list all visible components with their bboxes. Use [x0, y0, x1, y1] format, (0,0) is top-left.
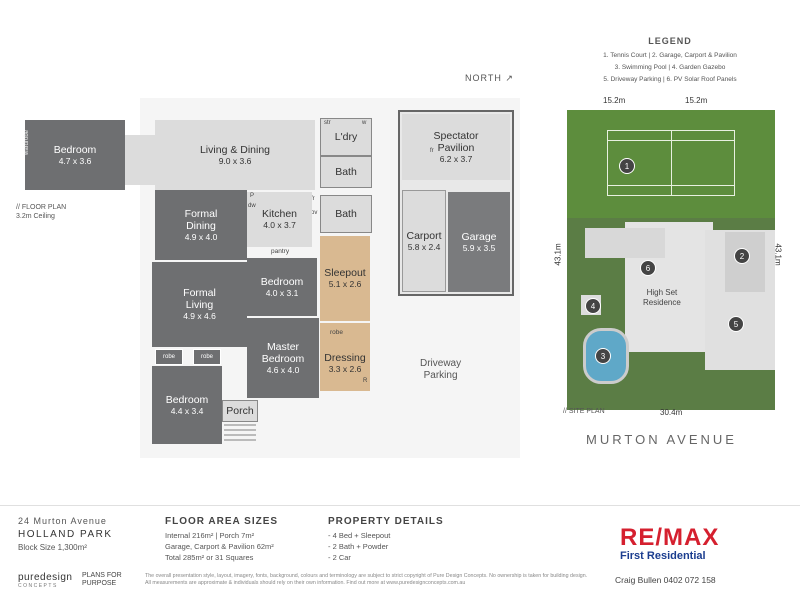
address-line-1: 24 Murton Avenue: [18, 516, 107, 526]
plans-for-purpose: PLANS FOR PURPOSE: [82, 572, 122, 587]
tennis-court: [567, 110, 775, 218]
property-line: - 4 Bed + Sleepout: [328, 531, 391, 540]
p-label: P: [250, 193, 255, 199]
robe-left: robe: [155, 349, 183, 365]
floor-area-line: Total 285m² or 31 Squares: [165, 553, 254, 562]
floor-area-title: FLOOR AREA SIZES: [165, 516, 279, 527]
r-label: R: [363, 378, 368, 384]
floor-area-line: Garage, Carport & Pavilion 62m²: [165, 542, 274, 551]
driveway-parking: Driveway Parking: [420, 358, 462, 381]
formal-dining: Formal Dining 4.9 x 4.0: [155, 190, 247, 260]
residence-label: High Set Residence: [643, 288, 681, 307]
dressing: Dressing 3.3 x 2.6: [320, 323, 370, 391]
depth-left-label: 43.1m: [553, 243, 563, 266]
porch-steps: [224, 424, 256, 442]
w-label: w: [362, 120, 367, 126]
property-title: PROPERTY DETAILS: [328, 516, 444, 527]
north-label: NORTH ↗: [465, 73, 514, 83]
hall-link: [125, 135, 155, 185]
property-line: - 2 Car: [328, 553, 351, 562]
wardrobe-label: wardrobe: [24, 129, 30, 155]
footer: 24 Murton Avenue HOLLAND PARK Block Size…: [0, 505, 800, 601]
floor-plan-note: // FLOOR PLAN 3.2m Ceiling: [16, 204, 67, 220]
depth-right-label: 43.1m: [773, 243, 783, 266]
site-marker-2: 2: [734, 248, 750, 264]
site-marker-4: 4: [585, 298, 601, 314]
carport: Carport 5.8 x 2.4: [402, 190, 446, 292]
legend-line-3: 5. Driveway Parking | 6. PV Solar Roof P…: [603, 76, 737, 83]
bottom-width-label: 30.4m: [660, 408, 683, 417]
address-line-2: HOLLAND PARK: [18, 529, 113, 540]
site-plan-note: // SITE PLAN: [563, 408, 605, 415]
remax-subtitle: First Residential: [620, 550, 706, 562]
bedroom-west: Bedroom 4.7 x 3.6: [25, 120, 125, 190]
kitchen: Kitchen 4.0 x 3.7: [247, 192, 312, 247]
floor-area-line: Internal 216m² | Porch 7m²: [165, 531, 255, 540]
address: 24 Murton Avenue HOLLAND PARK Block Size…: [18, 516, 113, 552]
bath-lower: Bath: [320, 195, 372, 233]
ov-label: ov: [311, 210, 318, 216]
north-arrow-icon: ↗: [505, 73, 514, 83]
legend-line-2: 3. Swimming Pool | 4. Garden Gazebo: [614, 64, 726, 71]
legend-title: LEGEND: [648, 36, 692, 46]
fr-label-pavilion: fr: [430, 148, 434, 154]
floor-plan: NORTH ↗ // FLOOR PLAN 3.2m Ceiling Bedro…: [16, 73, 514, 444]
sleepout: Sleepout 5.1 x 2.6: [320, 236, 370, 321]
puredesign-logo: puredesign CONCEPTS: [18, 572, 72, 589]
fr-label: fr: [311, 196, 315, 202]
laundry: L'dry: [320, 118, 372, 156]
property-line: - 2 Bath + Powder: [328, 542, 389, 551]
width-right-label: 15.2m: [685, 96, 708, 105]
site-marker-3: 3: [595, 348, 611, 364]
remax-wordmark: RE/MAX: [620, 524, 720, 551]
residence-roof-wing: [585, 228, 665, 258]
site-marker-1: 1: [619, 158, 635, 174]
pantry-label: pantry: [271, 248, 290, 255]
site-marker-5: 5: [728, 316, 744, 332]
bedroom-southwest: Bedroom 4.4 x 3.4: [152, 366, 222, 444]
robe-label-dressing: robe: [330, 329, 344, 336]
puredesign-wordmark: puredesign: [18, 572, 73, 583]
formal-living: Formal Living 4.9 x 4.6: [152, 262, 247, 347]
spectator-pavilion: Spectator Pavilion 6.2 x 3.7: [402, 114, 510, 180]
bath-upper: Bath: [320, 156, 372, 188]
robe-right: robe: [193, 349, 221, 365]
legend-line-1: 1. Tennis Court | 2. Garage, Carport & P…: [603, 52, 737, 59]
remax-logo: RE/MAX First Residential: [620, 524, 719, 562]
porch: Porch: [222, 400, 258, 422]
property-details: PROPERTY DETAILS - 4 Bed + Sleepout - 2 …: [328, 516, 444, 563]
street-name: MURTON AVENUE: [586, 432, 737, 447]
dw-label: dw: [248, 203, 256, 209]
site-marker-6: 6: [640, 260, 656, 276]
site-plan: 15.2m 15.2m High Set Residence 1 2 3 4 5…: [553, 90, 795, 440]
floor-area: FLOOR AREA SIZES Internal 216m² | Porch …: [165, 516, 278, 563]
master-bedroom: Master Bedroom 4.6 x 4.0: [247, 318, 319, 398]
living-dining: Living & Dining 9.0 x 3.6: [155, 120, 315, 190]
bedroom-mid: Bedroom 4.0 x 3.1: [247, 258, 317, 316]
block-size: Block Size 1,300m²: [18, 543, 87, 552]
puredesign-sub: CONCEPTS: [18, 583, 58, 589]
str-label: str: [324, 120, 331, 126]
legend: LEGEND 1. Tennis Court | 2. Garage, Carp…: [560, 36, 780, 86]
width-left-label: 15.2m: [603, 96, 626, 105]
garage: Garage 5.9 x 3.5: [448, 192, 510, 292]
agent-contact: Craig Bullen 0402 072 158: [615, 575, 716, 585]
disclaimer: The overall presentation style, layout, …: [145, 573, 588, 586]
